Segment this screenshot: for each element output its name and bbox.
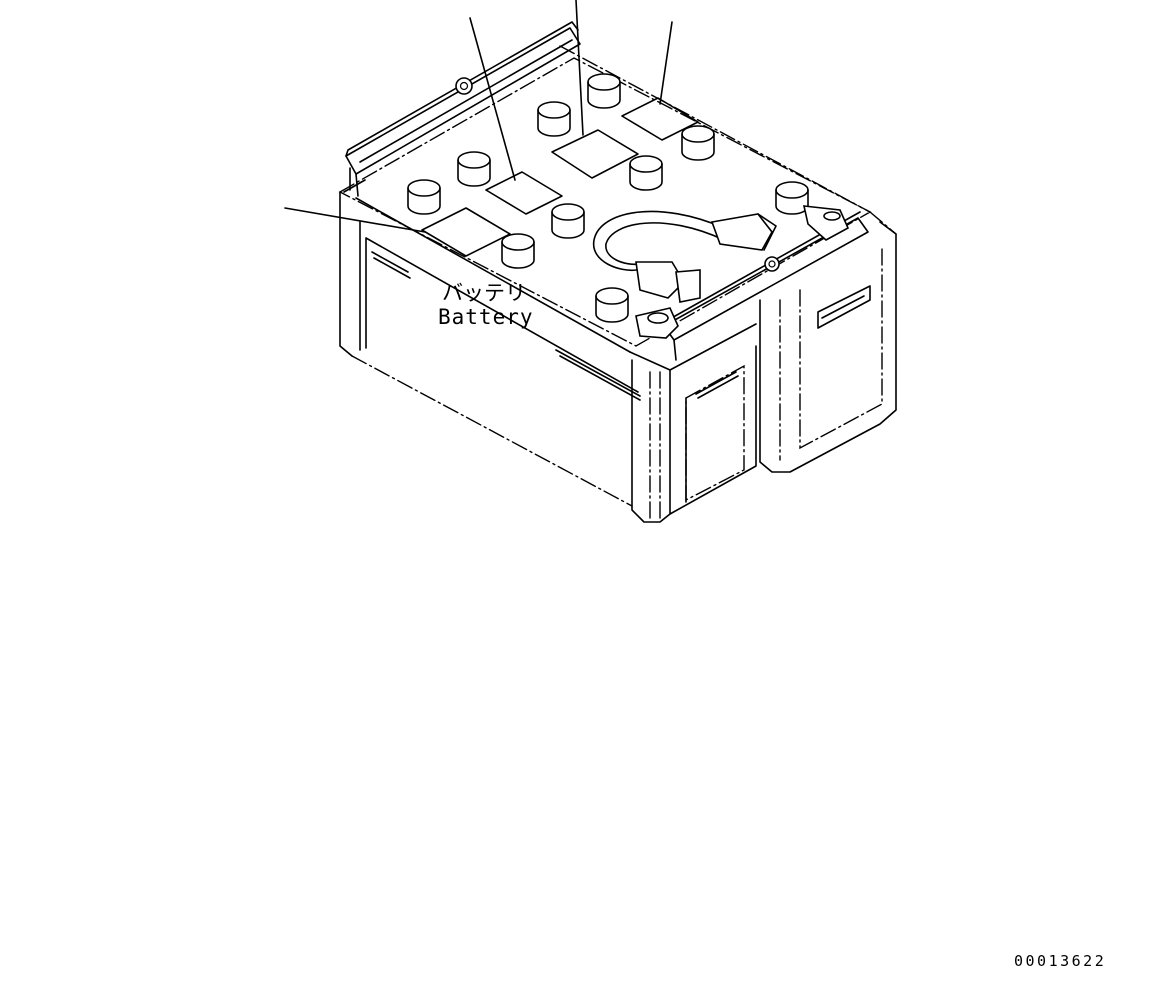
terminals <box>635 205 850 339</box>
connector-cable <box>593 210 777 303</box>
battery-2 <box>559 45 897 473</box>
cap-icon <box>595 287 629 323</box>
leader-line-1 <box>469 17 516 181</box>
cap-icon <box>551 203 585 239</box>
battery-1 <box>338 57 872 523</box>
leader-lines <box>284 0 673 233</box>
terminal-icon <box>802 205 850 241</box>
cap-icon <box>775 181 809 215</box>
hold-down-bar-back <box>345 21 581 197</box>
cap-icon <box>629 155 663 191</box>
cable-lug <box>710 213 773 251</box>
label-plates <box>421 97 699 257</box>
cap-icon <box>537 101 571 137</box>
vent-caps <box>407 73 809 323</box>
drawing-number: 00013622 <box>1014 952 1106 970</box>
cap-icon <box>501 233 535 269</box>
cap-icon <box>457 151 491 187</box>
label-plate <box>485 171 563 215</box>
leader-line-4 <box>284 207 426 233</box>
leader-line-3 <box>659 21 673 105</box>
cap-icon <box>587 73 621 109</box>
cable-lug <box>635 261 686 299</box>
battery-label-en: Battery <box>438 305 534 329</box>
leader-line-2 <box>575 0 584 136</box>
nut-icon <box>764 256 780 272</box>
nut-icon <box>455 77 473 95</box>
cap-icon <box>407 179 441 215</box>
label-plate <box>621 97 699 141</box>
battery-label-jp: バッテリ <box>442 281 526 305</box>
label-plate <box>551 129 639 179</box>
label-plate <box>421 207 511 257</box>
cap-icon <box>681 125 715 161</box>
